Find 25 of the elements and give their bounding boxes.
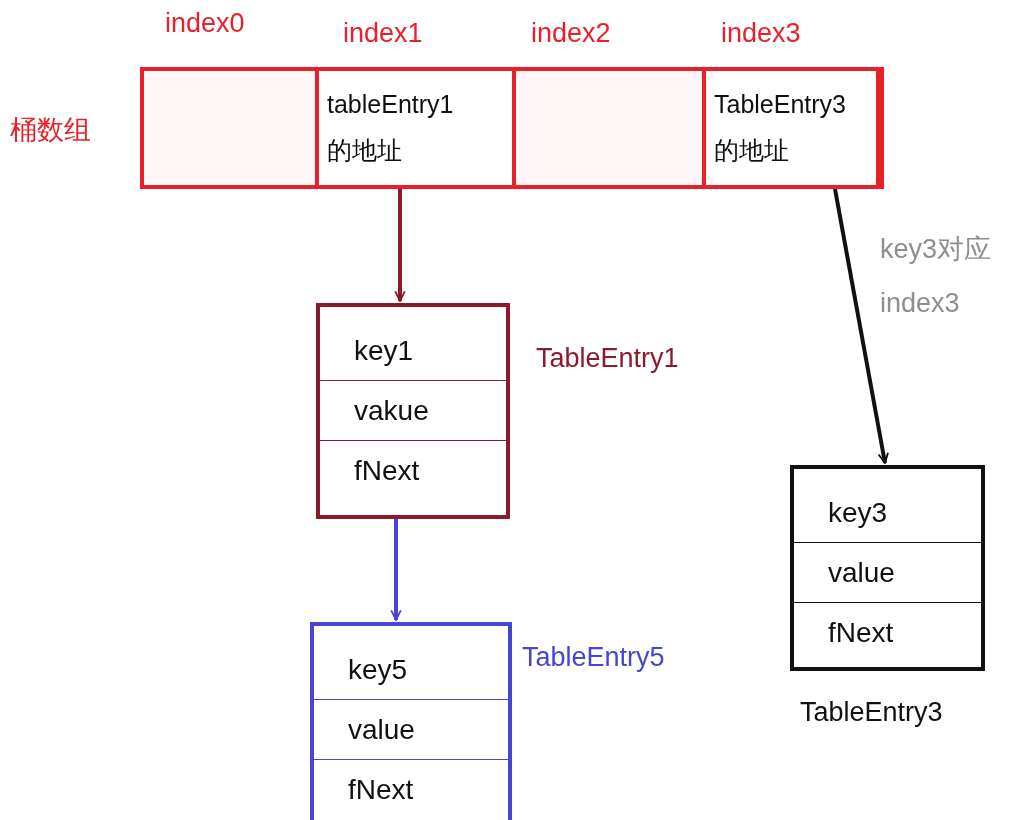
arrow — [394, 189, 406, 302]
field-row: vakue — [320, 381, 506, 441]
field-row: key1 — [320, 321, 506, 381]
entry-caption: TableEntry5 — [522, 642, 665, 673]
array-title: 桶数组 — [10, 114, 91, 147]
arrow — [833, 188, 889, 464]
index-label: index2 — [531, 18, 611, 49]
index-label: index0 — [165, 8, 245, 39]
index-label: index1 — [343, 18, 423, 49]
entry-caption: TableEntry1 — [536, 343, 679, 374]
address-text: TableEntry3 的地址 — [714, 89, 847, 166]
entry-box — [316, 303, 510, 519]
entry-box — [790, 465, 985, 671]
index-label: index3 — [721, 18, 801, 49]
field-row: value — [314, 700, 508, 760]
arrow — [390, 519, 402, 621]
field-row-text: fNext — [353, 454, 421, 488]
field-row: value — [794, 543, 981, 603]
field-row: key5 — [314, 640, 508, 700]
entry-caption: TableEntry3 — [800, 697, 943, 728]
field-row-text: fNext — [347, 773, 415, 807]
field-row: key3 — [794, 483, 981, 543]
field-row-text: fNext — [827, 616, 895, 650]
address-text: tableEntry1 的地址 — [327, 89, 454, 166]
entry-box — [310, 622, 512, 820]
